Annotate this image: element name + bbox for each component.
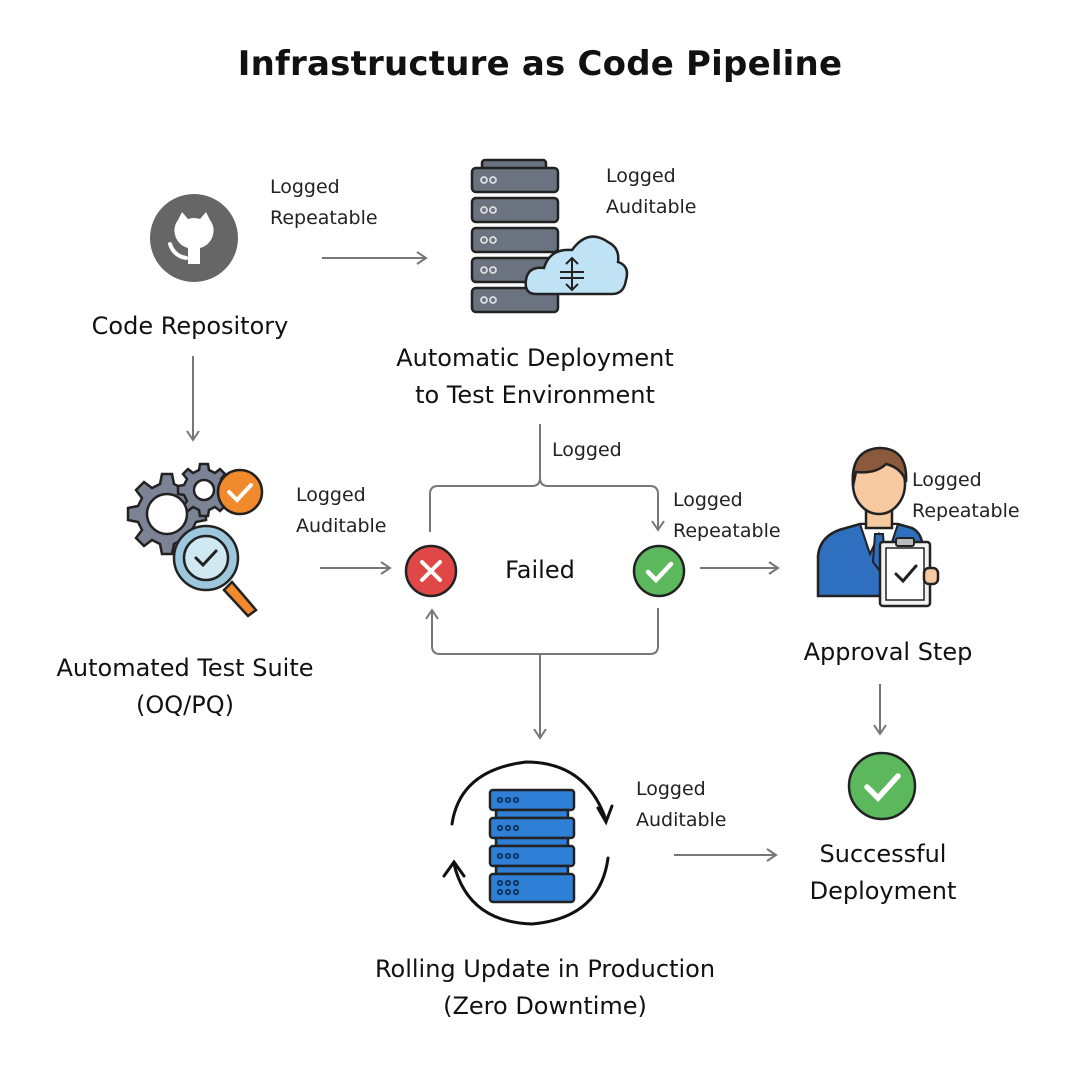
gears-magnifier-icon [112,462,272,622]
annotation-deploy-branch: Logged [552,435,622,466]
annotation-line: Repeatable [673,520,781,542]
github-icon [148,192,240,284]
test-suite-label: Automated Test Suite (OQ/PQ) [30,650,340,724]
annotation-line: Repeatable [912,500,1020,522]
test-deploy-label: Automatic Deployment to Test Environment [360,340,710,414]
annotation-line: Repeatable [270,207,378,229]
annotation-line: Logged [636,778,706,800]
page-title: Infrastructure as Code Pipeline [237,44,843,84]
annotation-line: Auditable [296,515,387,537]
success-check-icon [846,750,918,822]
annotation-suite-to-decision: Logged Auditable [296,480,387,542]
label-line: Successful [819,840,947,868]
label-line: (Zero Downtime) [443,992,647,1020]
failed-label: Failed [505,556,575,584]
server-cloud-icon [468,158,632,320]
annotation-line: Auditable [636,809,727,831]
annotation-line: Logged [270,176,340,198]
x-circle-icon [404,544,458,598]
branch-deploy-to-decision [429,424,541,532]
successful-deployment-label: Successful Deployment [770,836,996,910]
server-rotate-icon [440,758,622,930]
approver-clipboard-icon [816,444,942,610]
approval-step-label: Approval Step [803,638,973,666]
label-line: to Test Environment [415,381,655,409]
label-line: (OQ/PQ) [136,691,234,719]
label-line: Rolling Update in Production [374,955,716,983]
code-repository-label: Code Repository [91,312,289,340]
check-circle-icon [632,544,686,598]
annotation-repo-to-deploy: Logged Repeatable [270,172,378,234]
branch-deploy-to-pass [539,477,665,532]
annotation-line: Logged [606,165,676,187]
annotation-line: Logged [296,484,366,506]
annotation-approval: Logged Repeatable [912,465,1020,527]
label-line: Automated Test Suite [56,654,314,682]
annotation-line: Logged [552,439,622,461]
annotation-deploy: Logged Auditable [606,161,697,223]
annotation-line: Auditable [606,196,697,218]
label-line: Deployment [809,877,957,905]
loop-pass-to-fail [425,608,659,655]
label-line: Automatic Deployment [396,344,674,372]
annotation-pass-branch: Logged Repeatable [673,485,781,547]
rolling-update-label: Rolling Update in Production (Zero Downt… [330,951,760,1025]
annotation-line: Logged [912,469,982,491]
annotation-line: Logged [673,489,743,511]
annotation-rolling: Logged Auditable [636,774,727,836]
